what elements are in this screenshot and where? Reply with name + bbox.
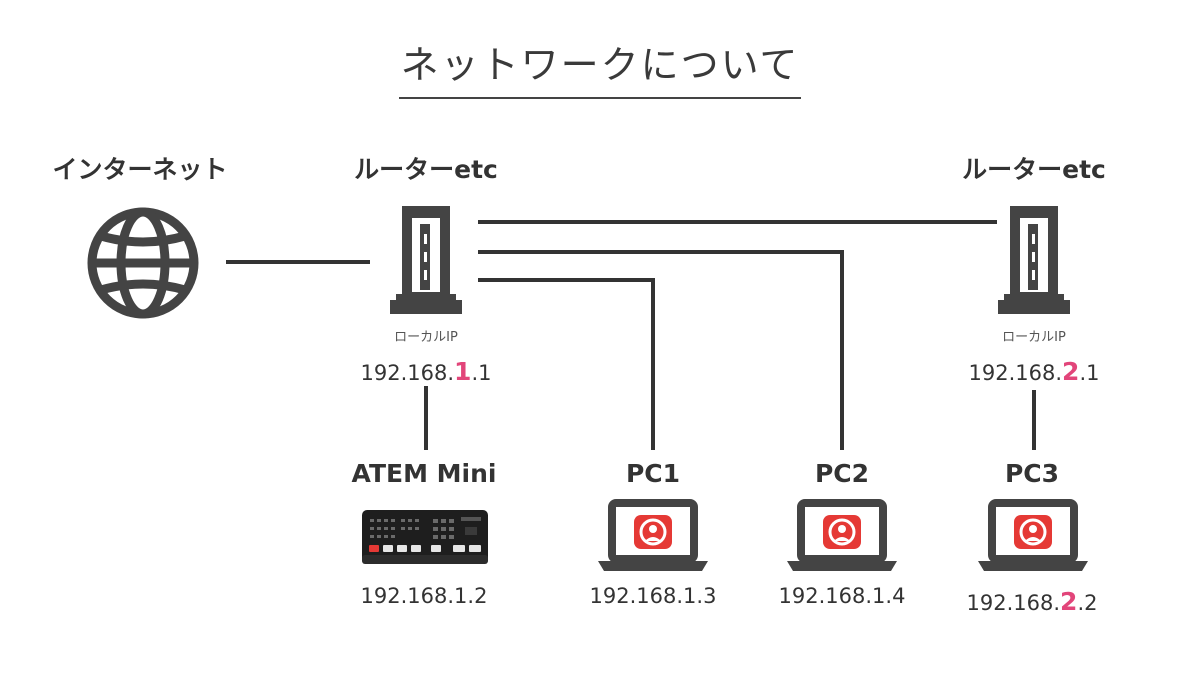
router1-label: ルーターetc bbox=[354, 155, 498, 184]
pc1-label: PC1 bbox=[625, 459, 681, 488]
router-icon bbox=[998, 206, 1070, 314]
globe-icon bbox=[87, 207, 199, 319]
laptop-icon bbox=[598, 499, 708, 571]
internet-label: インターネット bbox=[52, 155, 228, 184]
router2-local-ip-label: ローカルIP bbox=[1002, 330, 1066, 345]
link-router1-pc2 bbox=[478, 250, 844, 450]
pc3-ip-highlight: 2 bbox=[1060, 587, 1078, 616]
pc2-ip: 192.168.1.4 bbox=[778, 584, 906, 608]
laptop-icon bbox=[787, 499, 897, 571]
laptop-icon bbox=[978, 499, 1088, 571]
atem-label: ATEM Mini bbox=[351, 459, 497, 488]
pc3-label: PC3 bbox=[1004, 459, 1060, 488]
page-title-text: ネットワークについて bbox=[398, 34, 802, 99]
router2-ip-highlight: 2 bbox=[1062, 357, 1080, 386]
router1-ip-highlight: 1 bbox=[454, 357, 472, 386]
router1-local-ip-label: ローカルIP bbox=[394, 330, 458, 345]
atem-ip: 192.168.1.2 bbox=[360, 584, 488, 608]
pc3-ip: 192.168.2.2 bbox=[966, 587, 1098, 616]
atem-mini-device bbox=[362, 510, 488, 564]
router1-ip: 192.168.1.1 bbox=[360, 357, 492, 386]
pc1-ip: 192.168.1.3 bbox=[589, 584, 717, 608]
page-title: ネットワークについて bbox=[0, 34, 1200, 99]
router2-ip: 192.168.2.1 bbox=[968, 357, 1100, 386]
link-router1-pc1 bbox=[478, 278, 655, 450]
router-icon bbox=[390, 206, 462, 314]
pc2-label: PC2 bbox=[814, 459, 870, 488]
router2-label: ルーターetc bbox=[962, 155, 1106, 184]
